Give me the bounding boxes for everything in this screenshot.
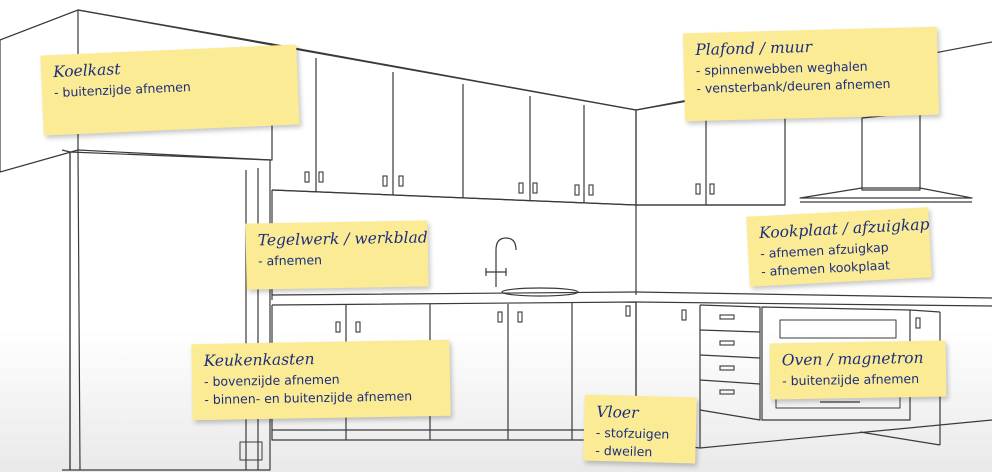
note-plafond: Plafond / muur - spinnenwebben weghalen …: [682, 26, 940, 122]
note-title: Tegelwerk / werkblad: [257, 228, 428, 250]
note-title: Keukenkasten: [203, 350, 315, 371]
note-tegelwerk: Tegelwerk / werkblad - afnemen: [245, 220, 429, 290]
oven: [761, 306, 911, 421]
note-title: Oven / magnetron: [781, 348, 924, 370]
faucet: [495, 237, 517, 287]
note-list: - afnemen: [258, 250, 416, 271]
drawer-stack: [699, 304, 761, 421]
note-item: - afnemen: [257, 252, 323, 269]
countertop: [271, 291, 992, 299]
note-koelkast: Koelkast - buitenzijde afnemen: [40, 44, 300, 136]
note-list: - spinnenwebben weghalen - vensterbank/d…: [696, 56, 927, 98]
note-list: - buitenzijde afnemen: [782, 370, 934, 391]
upper-cabinets: [271, 43, 637, 206]
note-list: - stofzuigen - dweilen: [595, 424, 684, 462]
note-item: - binnen- en buitenzijde afnemen: [204, 388, 413, 408]
note-list: - bovenzijde afnemen - binnen- en buiten…: [204, 369, 439, 409]
note-item: - dweilen: [595, 442, 653, 460]
range-hood: [861, 111, 921, 191]
note-oven: Oven / magnetron - buitenzijde afnemen: [769, 340, 947, 400]
note-keukenkasten: Keukenkasten - bovenzijde afnemen - binn…: [191, 339, 451, 421]
note-list: - afnemen afzuigkap - afnemen kookplaat: [760, 237, 920, 281]
note-vloer: Vloer - stofzuigen - dweilen: [583, 394, 697, 464]
note-item: - stofzuigen: [595, 424, 670, 442]
note-title: Vloer: [596, 402, 639, 422]
note-kookplaat: Kookplaat / afzuigkap - afnemen afzuigka…: [746, 207, 932, 287]
note-item: - buitenzijde afnemen: [782, 370, 920, 389]
